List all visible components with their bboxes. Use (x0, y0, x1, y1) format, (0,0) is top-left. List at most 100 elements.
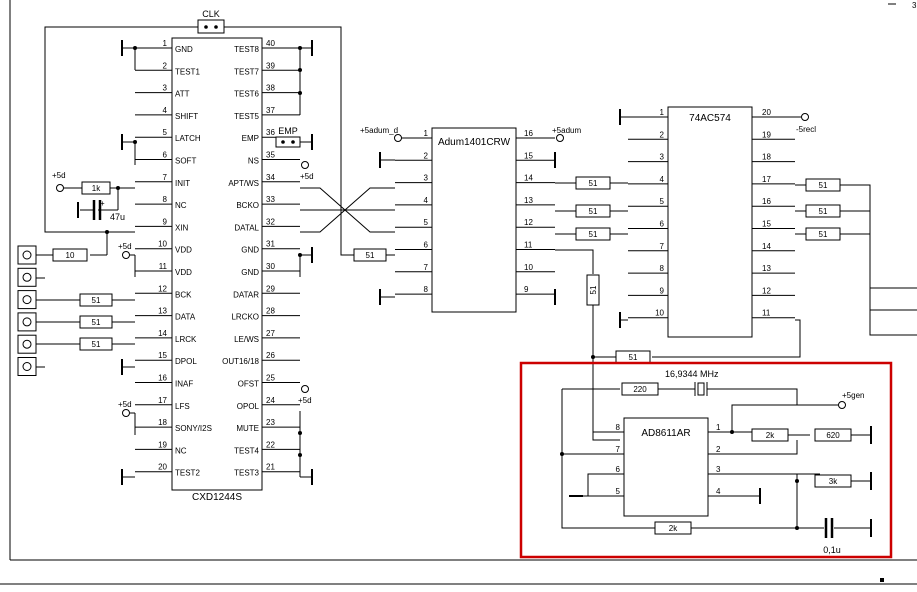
resistor-51-lrck (79, 337, 113, 351)
resistor-620 (814, 428, 852, 442)
cxd-pin-name-39: TEST7 (234, 67, 259, 76)
resistor-1k-label: 1k (92, 184, 101, 193)
resistor-51-adum-in (353, 248, 387, 262)
ad8611-pin-num-8: 8 (616, 423, 621, 432)
cxd-pin-num-13: 13 (158, 307, 167, 316)
cxd-pin-num-22: 22 (266, 440, 275, 449)
resistor-220 (621, 382, 659, 396)
cxd-pin-num-10: 10 (158, 240, 167, 249)
cxd-pin-num-14: 14 (158, 329, 167, 338)
ac574-pin-num-11: 11 (762, 309, 771, 318)
adum-pin-num-3: 3 (424, 174, 429, 183)
ac574-pin-num-17: 17 (762, 175, 771, 184)
junction-dot (133, 140, 137, 144)
resistor-51-lrck-label: 51 (92, 340, 101, 349)
ac574-pin-num-19: 19 (762, 130, 771, 139)
ac574-pin-num-20: 20 (762, 108, 771, 117)
resistor-51-r_51_c (575, 227, 611, 241)
w (555, 249, 594, 274)
cxd-pin-num-33: 33 (266, 195, 275, 204)
w (652, 319, 801, 358)
resistor-51-bck (79, 293, 113, 307)
crystal-body (697, 382, 705, 396)
label-cap-01u: 0,1u (823, 545, 841, 555)
ad8611-pin-num-6: 6 (616, 465, 621, 474)
adum-pin-num-10: 10 (524, 263, 533, 272)
label-recl: -5recl (796, 125, 816, 134)
cxd-pin-num-4: 4 (163, 106, 168, 115)
ac574-pin-num-14: 14 (762, 242, 771, 251)
ad8611-pin-num-7: 7 (616, 445, 621, 454)
cxd-pin-name-26: OUT16/18 (222, 357, 259, 366)
ad8611-chip-name: AD8611AR (641, 428, 690, 439)
cxd-pin-num-19: 19 (158, 440, 167, 449)
resistor-51-r_51_o2-label: 51 (819, 207, 828, 216)
w (587, 473, 600, 497)
cxd-pin-name-6: SOFT (175, 157, 196, 166)
cxd-pin-name-23: MUTE (236, 424, 259, 433)
cxd-pin-name-32: DATAL (234, 223, 259, 232)
w-fb-loop (561, 389, 655, 529)
ac574-pin-num-12: 12 (762, 286, 771, 295)
cxd-pin-num-11: 11 (159, 262, 168, 271)
junction-dot (298, 91, 302, 95)
cxd-pin-num-2: 2 (163, 61, 168, 70)
cxd-pin-name-35: NS (248, 157, 259, 166)
w (730, 440, 798, 455)
ac574-chip-body (667, 106, 753, 338)
cxd-pin-name-5: LATCH (175, 134, 201, 143)
adum-pin-num-15: 15 (524, 151, 533, 160)
cxd-pin-num-9: 9 (163, 217, 168, 226)
label-plus5d-init: +5d (52, 171, 66, 180)
cxd-pin-num-3: 3 (163, 84, 168, 93)
clk-jumper (197, 19, 225, 34)
ac574-chip-name: 74AC574 (689, 113, 731, 124)
cxd-pin-name-40: TEST8 (234, 45, 259, 54)
emp-pin-a (281, 140, 285, 144)
cxd-pin-name-16: INAF (175, 380, 193, 389)
w-out (840, 210, 917, 311)
cxd-pin-name-20: TEST2 (175, 469, 200, 478)
resistor-51-r_51_b-label: 51 (589, 207, 598, 216)
ac574-pin-num-10: 10 (655, 309, 664, 318)
cxd-pin-num-39: 39 (266, 61, 275, 70)
resistor-220-label: 220 (633, 385, 647, 394)
terminal-gen (838, 401, 846, 409)
adum-pin-num-9: 9 (524, 285, 529, 294)
resistor-51-vert (586, 274, 600, 306)
resistor-51-adum-in-label: 51 (366, 251, 375, 260)
resistor-51-r_51_c-label: 51 (589, 230, 598, 239)
label-plus5d-ns: +5d (300, 172, 314, 181)
cxd-pin-name-15: DPOL (175, 357, 197, 366)
clk-pin-a (204, 25, 208, 29)
cxd-pin-name-8: NC (175, 201, 187, 210)
cxd-pin-name-14: LRCK (175, 335, 197, 344)
junction-dot (730, 430, 734, 434)
junction-dot (298, 68, 302, 72)
frame-corner-fragment: 3 (912, 1, 917, 10)
resistor-1k (81, 181, 111, 195)
cxd-pin-num-5: 5 (163, 128, 168, 137)
terminal-plus5d-init (56, 184, 64, 192)
cxd-pin-num-28: 28 (266, 307, 275, 316)
label-plus5d-lfs: +5d (118, 400, 132, 409)
cxd-pin-num-1: 1 (163, 39, 168, 48)
cxd-pin-num-36: 36 (266, 128, 275, 137)
cxd-pin-name-24: OPOL (237, 402, 260, 411)
cxd-pin-name-2: TEST1 (175, 67, 200, 76)
cxd-pin-name-13: DATA (175, 313, 196, 322)
cxd-pin-name-38: TEST6 (234, 90, 259, 99)
highlight-box (519, 361, 893, 559)
cxd-pin-name-36: EMP (242, 134, 259, 143)
cxd-pin-num-25: 25 (266, 374, 275, 383)
resistor-51-r_51_a (575, 176, 611, 190)
terminal-plus5d-ns (301, 161, 309, 169)
adum-pin-num-13: 13 (524, 196, 533, 205)
label-gen: +5gen (842, 391, 864, 400)
adum-pin-num-14: 14 (524, 174, 533, 183)
cxd-pin-num-15: 15 (158, 351, 167, 360)
ac574-pin-num-16: 16 (762, 197, 771, 206)
terminal-adum (556, 134, 564, 142)
